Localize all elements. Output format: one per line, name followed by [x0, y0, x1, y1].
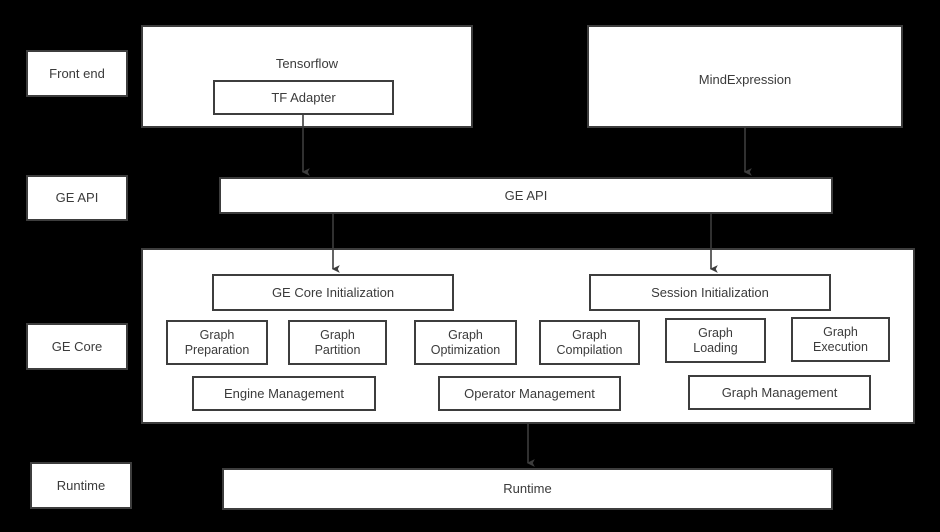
tf-adapter-box[interactable]: TF Adapter	[213, 80, 394, 115]
graph-loading-box[interactable]: Graph Loading	[665, 318, 766, 363]
graph-management-box[interactable]: Graph Management	[688, 375, 871, 410]
layer-label-runtime-text: Runtime	[56, 477, 106, 493]
operator-management-box[interactable]: Operator Management	[438, 376, 621, 411]
engine-management-box[interactable]: Engine Management	[192, 376, 376, 411]
layer-label-ge-api-text: GE API	[55, 190, 99, 206]
graph-optimization-box[interactable]: Graph Optimization	[414, 320, 517, 365]
ge-core-initialization-label: GE Core Initialization	[271, 284, 395, 300]
operator-management-label: Operator Management	[464, 385, 595, 401]
graph-execution-box[interactable]: Graph Execution	[791, 317, 890, 362]
graph-execution-label: Graph Execution	[813, 324, 868, 354]
mindexpression-title: MindExpression	[698, 72, 792, 87]
layer-label-ge-api: GE API	[26, 175, 128, 221]
graph-optimization-label: Graph Optimization	[430, 327, 501, 357]
graph-preparation-label: Graph Preparation	[184, 327, 250, 357]
ge-api-bar[interactable]: GE API	[219, 177, 833, 214]
layer-label-ge-core: GE Core	[26, 323, 128, 370]
ge-core-initialization-box[interactable]: GE Core Initialization	[212, 274, 454, 311]
layer-label-runtime: Runtime	[30, 462, 132, 509]
layer-label-front-end: Front end	[26, 50, 128, 97]
session-initialization-label: Session Initialization	[651, 284, 769, 300]
tensorflow-title: Tensorflow	[275, 56, 339, 71]
layer-label-ge-core-text: GE Core	[51, 338, 103, 354]
layer-label-front-end-text: Front end	[49, 65, 105, 81]
graph-partition-label: Graph Partition	[314, 327, 361, 357]
graph-management-label: Graph Management	[721, 384, 838, 400]
graph-partition-box[interactable]: Graph Partition	[288, 320, 387, 365]
graph-preparation-box[interactable]: Graph Preparation	[166, 320, 268, 365]
runtime-bar-label: Runtime	[503, 481, 552, 497]
graph-loading-label: Graph Loading	[693, 325, 738, 355]
mindexpression-container: MindExpression	[587, 25, 903, 128]
engine-management-label: Engine Management	[224, 385, 344, 401]
ge-api-bar-label: GE API	[504, 187, 548, 203]
graph-compilation-label: Graph Compilation	[556, 327, 623, 357]
runtime-bar[interactable]: Runtime	[222, 468, 833, 510]
session-initialization-box[interactable]: Session Initialization	[589, 274, 831, 311]
graph-compilation-box[interactable]: Graph Compilation	[539, 320, 640, 365]
tf-adapter-label: TF Adapter	[271, 89, 336, 105]
